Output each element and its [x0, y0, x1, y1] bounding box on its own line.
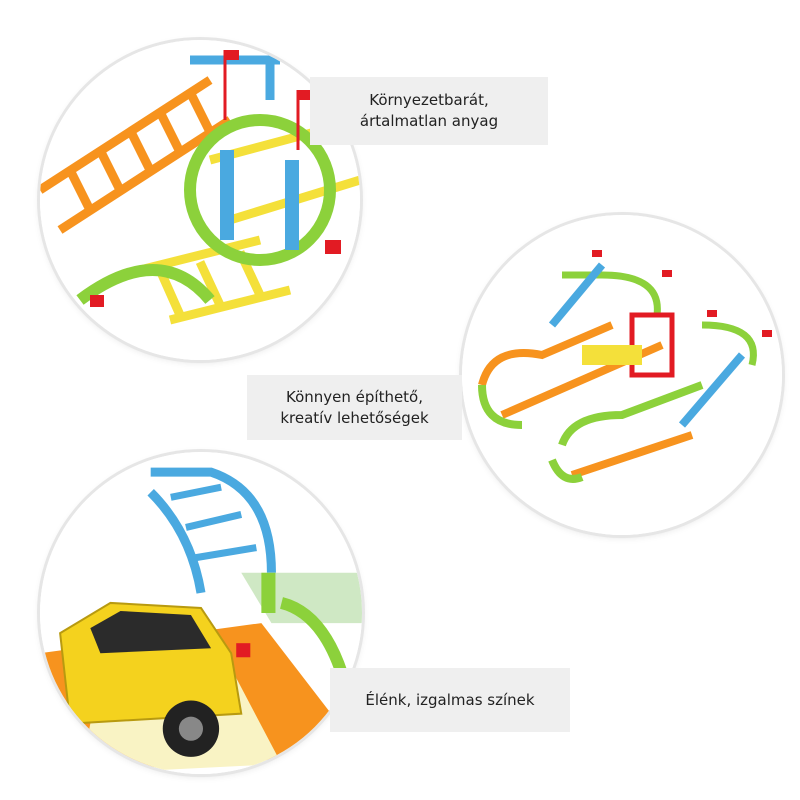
feature-image-vivid-colors	[40, 452, 362, 774]
feature-label-eco-material: Környezetbarát, ártalmatlan anyag	[310, 77, 548, 145]
track-closeup-illustration	[40, 40, 360, 360]
feature-text-line1: Környezetbarát,	[369, 91, 489, 109]
feature-text-line2: ártalmatlan anyag	[359, 112, 499, 130]
feature-label-easy-build: Könnyen építhető, kreatív lehetőségek	[247, 375, 462, 440]
track-set-illustration	[462, 215, 782, 535]
feature-image-eco-material	[40, 40, 360, 360]
feature-text-line1: Élénk, izgalmas színek	[365, 690, 535, 709]
feature-text-line1: Könnyen építhető,	[285, 387, 424, 406]
feature-text-line2: kreatív lehetőségek	[280, 408, 429, 427]
feature-image-easy-build	[462, 215, 782, 535]
feature-label-vivid-colors: Élénk, izgalmas színek	[330, 668, 570, 732]
car-on-track-illustration	[40, 452, 362, 774]
